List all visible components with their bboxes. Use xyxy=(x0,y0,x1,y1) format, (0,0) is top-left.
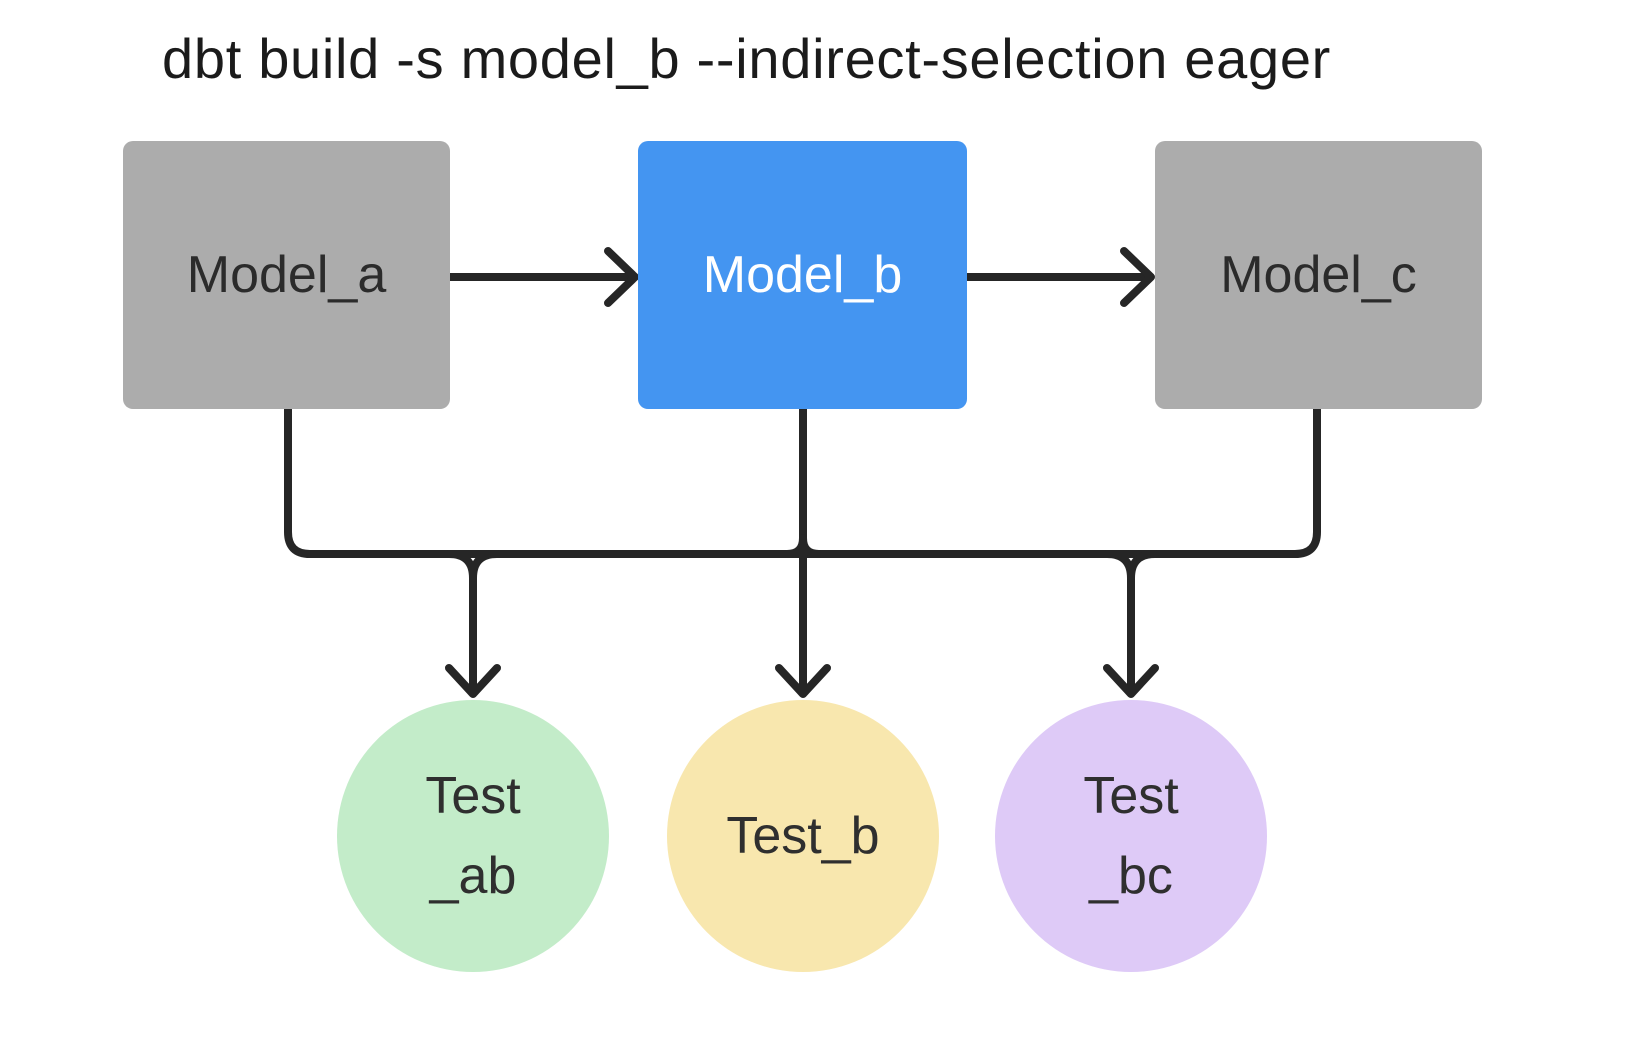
node-label: Model_a xyxy=(186,246,387,304)
node-label-line1: Test_b xyxy=(726,807,880,865)
node-model-c: Model_c xyxy=(1155,141,1482,409)
node-label: Model_c xyxy=(1220,246,1417,304)
command-title: dbt build -s model_b --indirect-selectio… xyxy=(162,27,1332,90)
node-label-line1: Test xyxy=(1083,767,1179,825)
edge-bus-to-test-ab-fillet xyxy=(469,550,501,582)
edge-bus-to-test-bc-fillet xyxy=(1127,550,1159,582)
arrowhead-model-c xyxy=(1120,247,1155,307)
arrowhead-test-ab xyxy=(445,664,501,698)
node-test-b: Test_b xyxy=(667,700,939,972)
node-label: Model_b xyxy=(702,246,903,304)
node-label-line2: _ab xyxy=(429,847,517,905)
node-label-line2: _bc xyxy=(1089,847,1173,905)
node-model-b: Model_b xyxy=(638,141,967,409)
arrowhead-test-bc xyxy=(1103,664,1159,698)
node-test-bc: Test _bc xyxy=(995,700,1267,972)
node-model-a: Model_a xyxy=(123,141,450,409)
arrowhead-model-b xyxy=(604,247,639,307)
node-label-line1: Test xyxy=(425,767,521,825)
edge-model-b-bus-fillet-right xyxy=(799,534,823,558)
node-test-ab: Test _ab xyxy=(337,700,609,972)
arrowhead-test-b xyxy=(775,664,831,698)
